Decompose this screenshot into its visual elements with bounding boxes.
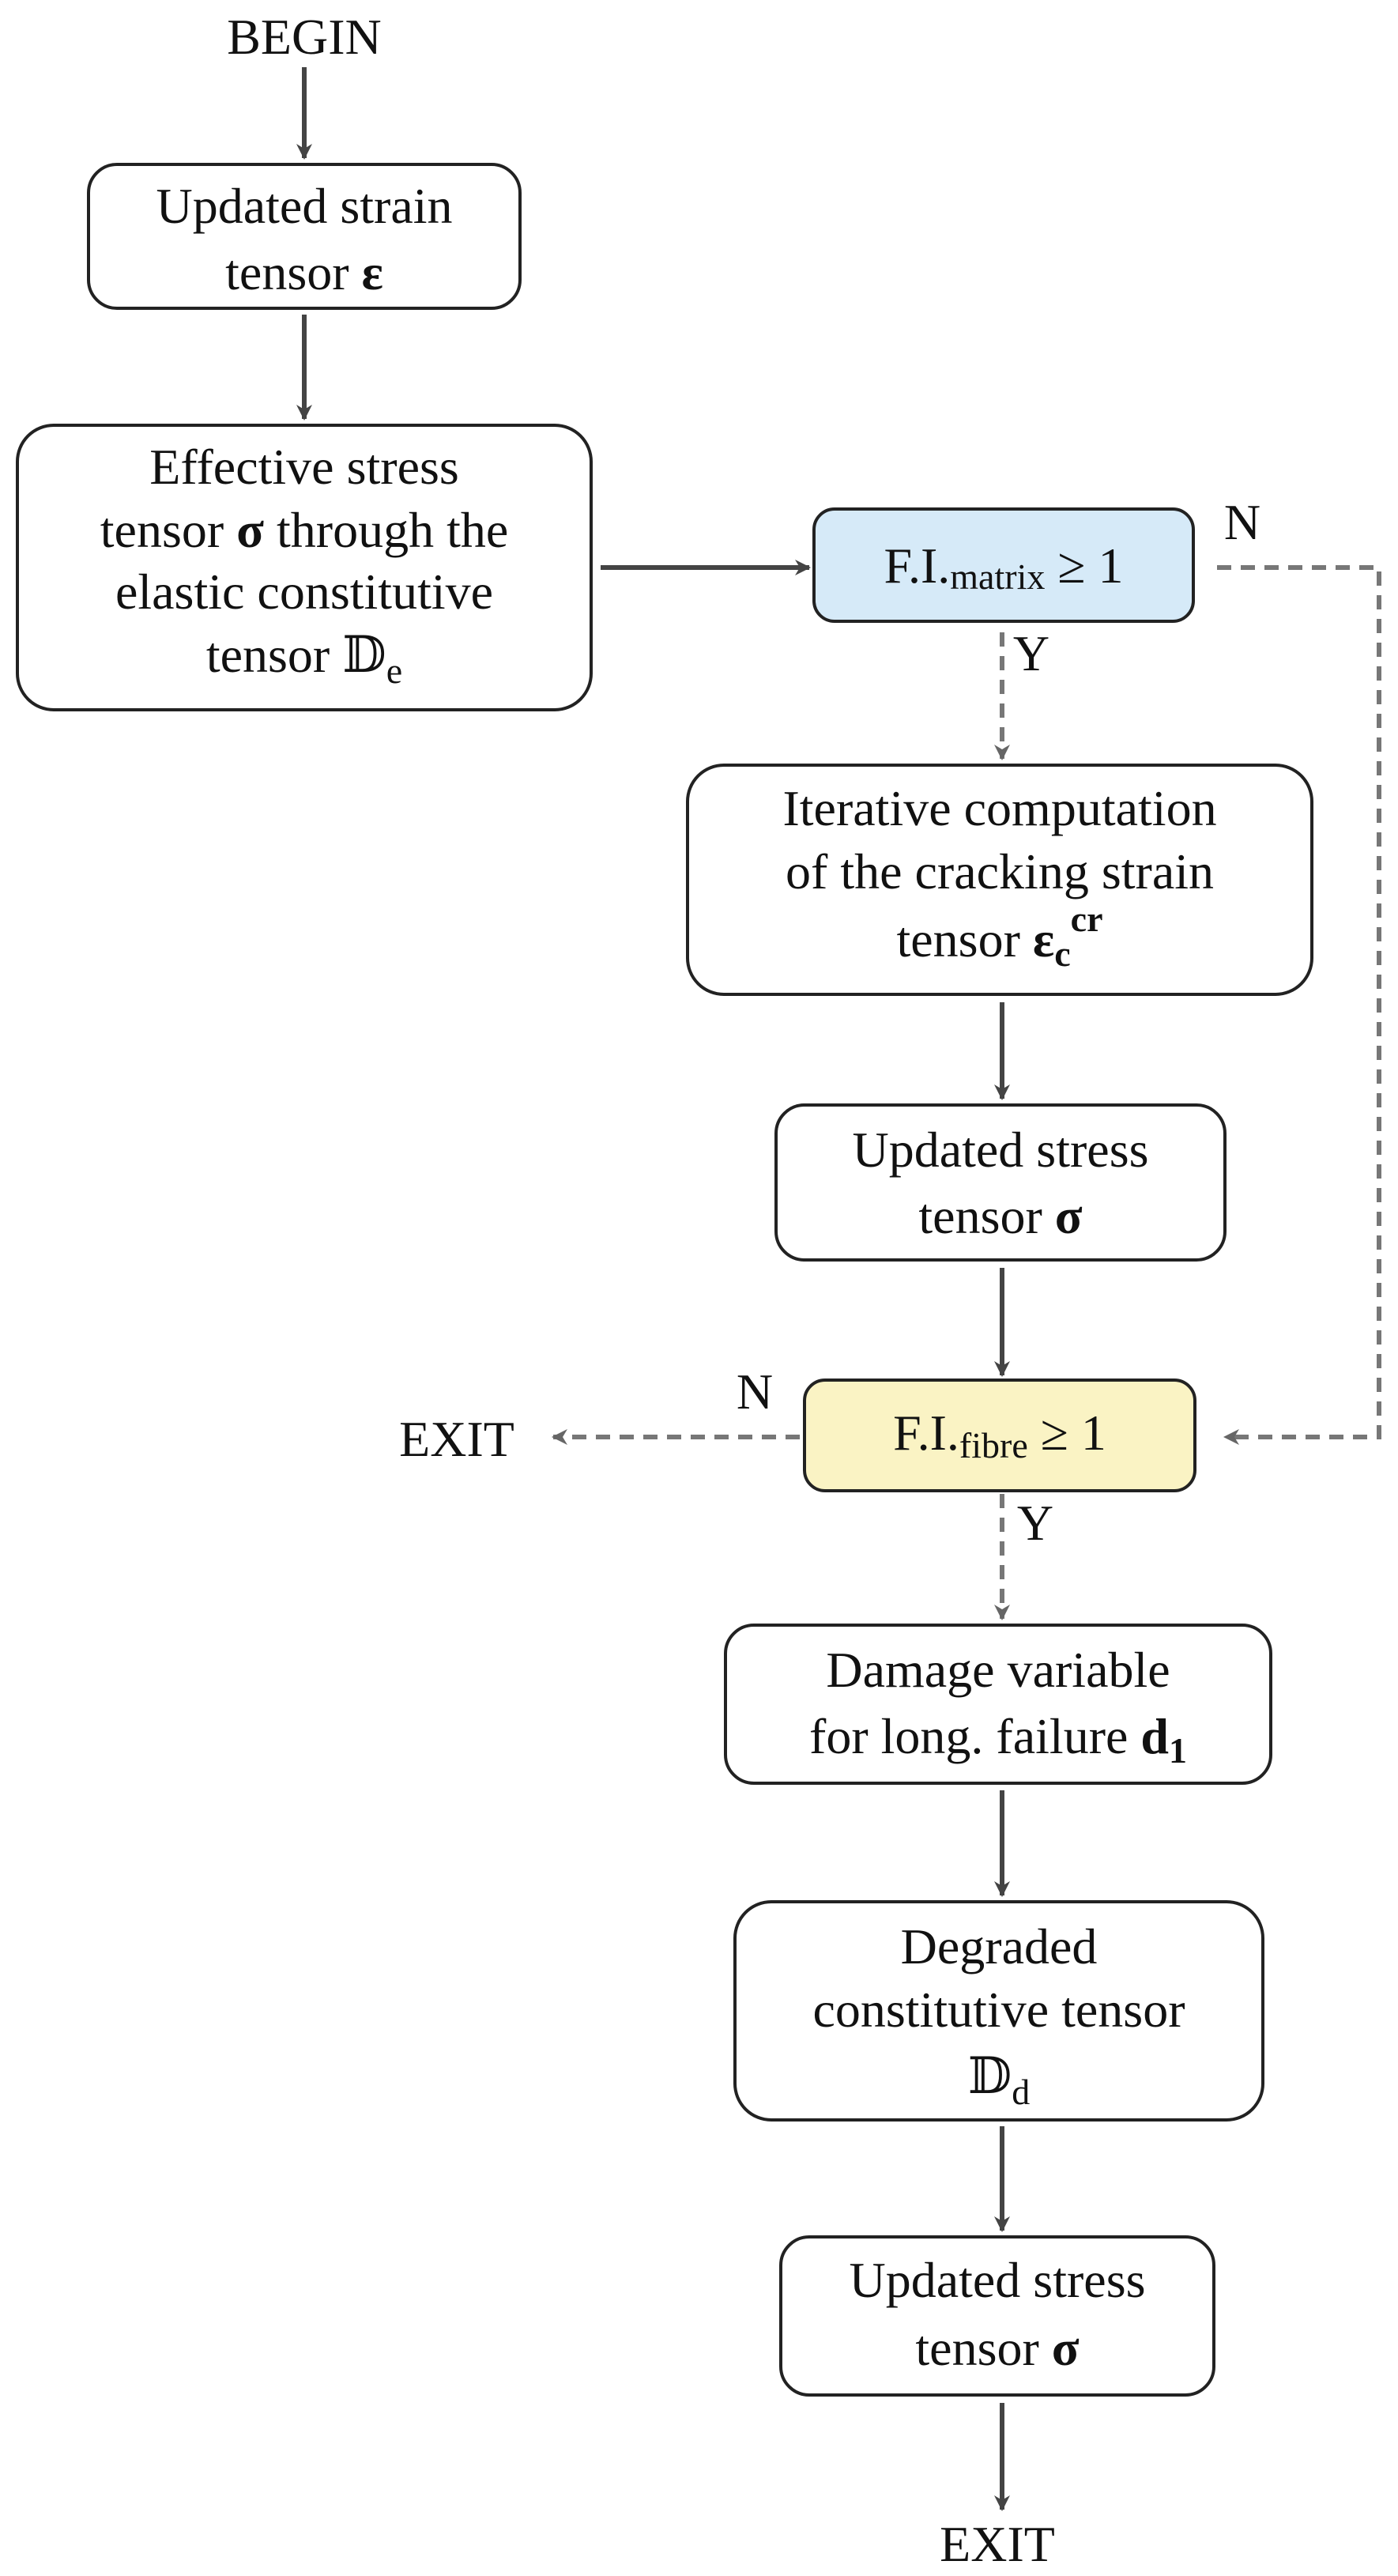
node-updated-strain-line1: Updated strain bbox=[156, 178, 453, 234]
node-effective-stress-line2: tensor σ through the bbox=[100, 502, 509, 558]
node-damage-variable-line2: for long. failure d1 bbox=[809, 1708, 1187, 1771]
node-updated-stress-1-line1: Updated stress bbox=[852, 1122, 1148, 1178]
node-updated-stress-2: Updated stress tensor σ bbox=[779, 2235, 1215, 2397]
node-updated-strain: Updated strain tensor ε bbox=[87, 163, 522, 310]
edges bbox=[296, 67, 1381, 2511]
decision-fi-matrix: F.I.matrix ≥ 1 bbox=[812, 507, 1195, 623]
node-effective-stress-line1: Effective stress bbox=[149, 439, 459, 495]
node-iterative-computation-box bbox=[686, 764, 1313, 996]
node-updated-stress-2-line1: Updated stress bbox=[849, 2252, 1145, 2308]
node-effective-stress: Effective stress tensor σ through the el… bbox=[16, 424, 593, 711]
node-updated-stress-1-line2: tensor σ bbox=[918, 1188, 1082, 1244]
begin-label: BEGIN bbox=[227, 9, 382, 65]
node-updated-strain-box bbox=[87, 163, 522, 310]
node-iterative-computation-line3: tensor εccr bbox=[896, 899, 1102, 974]
exit-bottom-label: EXIT bbox=[940, 2516, 1055, 2572]
label-fibre-yes: Y bbox=[1017, 1495, 1053, 1551]
node-iterative-computation: Iterative computation of the cracking st… bbox=[686, 764, 1313, 996]
node-effective-stress-line3: elastic constitutive bbox=[115, 564, 493, 620]
node-damage-variable-box bbox=[724, 1624, 1272, 1785]
node-degraded-tensor-line3: 𝔻d bbox=[968, 2048, 1031, 2112]
label-matrix-no: N bbox=[1224, 494, 1260, 550]
node-updated-stress-2-box bbox=[779, 2235, 1215, 2397]
label-fibre-no: N bbox=[737, 1363, 773, 1420]
node-updated-stress-2-line2: tensor σ bbox=[915, 2320, 1079, 2376]
node-updated-stress-1-box bbox=[774, 1103, 1227, 1262]
node-updated-strain-line2: tensor ε bbox=[225, 244, 383, 300]
decision-fi-fibre-text: F.I.fibre ≥ 1 bbox=[893, 1405, 1106, 1465]
node-degraded-tensor-line2: constitutive tensor bbox=[812, 1982, 1185, 2038]
node-effective-stress-box bbox=[16, 424, 593, 711]
decision-fi-fibre-box bbox=[803, 1379, 1196, 1492]
node-degraded-tensor-box bbox=[733, 1900, 1264, 2122]
node-degraded-tensor: Degraded constitutive tensor 𝔻d bbox=[733, 1900, 1264, 2122]
decision-fi-fibre: F.I.fibre ≥ 1 bbox=[803, 1379, 1196, 1492]
label-matrix-yes: Y bbox=[1013, 625, 1049, 681]
node-updated-stress-1: Updated stress tensor σ bbox=[774, 1103, 1227, 1262]
node-damage-variable-line1: Damage variable bbox=[826, 1642, 1170, 1698]
exit-left-label: EXIT bbox=[399, 1411, 514, 1467]
node-iterative-computation-line2: of the cracking strain bbox=[786, 843, 1214, 900]
decision-fi-matrix-box bbox=[812, 507, 1195, 623]
node-degraded-tensor-line1: Degraded bbox=[901, 1918, 1098, 1974]
node-damage-variable: Damage variable for long. failure d1 bbox=[724, 1624, 1272, 1785]
node-effective-stress-line4: tensor 𝔻e bbox=[206, 627, 402, 691]
node-iterative-computation-line1: Iterative computation bbox=[782, 780, 1216, 836]
decision-fi-matrix-text: F.I.matrix ≥ 1 bbox=[884, 537, 1124, 597]
edge-fi-matrix-no bbox=[1217, 565, 1381, 1445]
